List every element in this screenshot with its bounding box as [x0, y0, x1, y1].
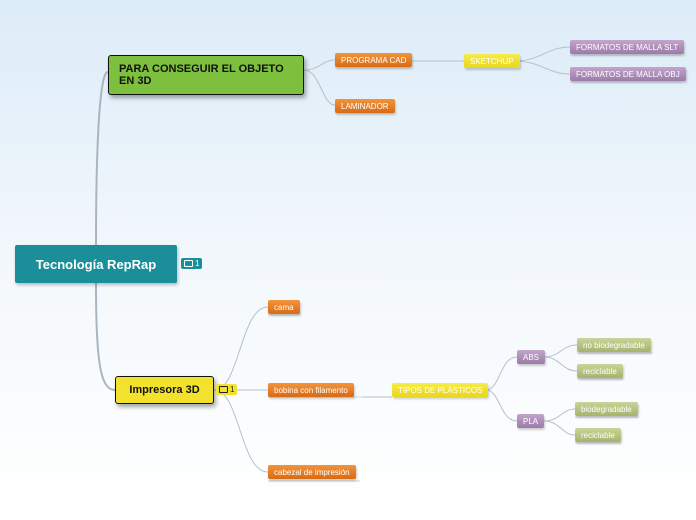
node-abs-no-biodegradable-label: no biodegradable	[583, 340, 645, 350]
node-programa-cad[interactable]: PROGRAMA CAD	[335, 53, 413, 67]
node-pla-label: PLA	[523, 416, 539, 426]
node-formato-obj-label: FORMATOS DE MALLA OBJ	[576, 69, 680, 79]
node-pla-biodegradable-label: biodegradable	[581, 404, 632, 414]
root-note-count: 1	[195, 259, 200, 268]
node-laminador[interactable]: LAMINADOR	[335, 99, 395, 113]
node-cabezal[interactable]: cabezal de impresión	[268, 465, 356, 479]
node-pla-reciclable[interactable]: reciclable	[575, 428, 621, 442]
node-sketchup[interactable]: SKETCHUP	[464, 54, 520, 68]
node-laminador-label: LAMINADOR	[341, 101, 389, 111]
node-tipos-plasticos[interactable]: TIPOS DE PLÁSTICOS	[392, 383, 489, 397]
node-formato-obj[interactable]: FORMATOS DE MALLA OBJ	[570, 67, 686, 81]
branch-para-conseguir-label: PARA CONSEGUIR EL OBJETO EN 3D	[119, 63, 284, 87]
node-cama[interactable]: cama	[268, 300, 300, 314]
node-bobina-label: bobina con filamento	[274, 385, 348, 395]
root-note-badge[interactable]: 1	[181, 258, 203, 269]
impresora-note-count: 1	[230, 385, 235, 394]
branch-impresora-3d[interactable]: Impresora 3D	[115, 376, 214, 404]
node-abs-reciclable[interactable]: reciclable	[577, 364, 623, 378]
node-cabezal-label: cabezal de impresión	[274, 467, 350, 477]
node-abs-reciclable-label: reciclable	[583, 366, 617, 376]
node-pla-biodegradable[interactable]: biodegradable	[575, 402, 638, 416]
node-abs[interactable]: ABS	[517, 350, 546, 364]
node-pla-reciclable-label: reciclable	[581, 430, 615, 440]
root-label: Tecnología RepRap	[35, 256, 157, 272]
comment-icon	[184, 260, 193, 267]
branch-impresora-3d-label: Impresora 3D	[129, 384, 200, 396]
node-abs-no-biodegradable[interactable]: no biodegradable	[577, 338, 651, 352]
node-pla[interactable]: PLA	[517, 414, 545, 428]
impresora-note-badge[interactable]: 1	[216, 384, 238, 395]
node-cama-label: cama	[274, 302, 294, 312]
node-programa-cad-label: PROGRAMA CAD	[341, 55, 407, 65]
node-abs-label: ABS	[523, 352, 540, 362]
node-formato-slt[interactable]: FORMATOS DE MALLA SLT	[570, 40, 685, 54]
comment-icon	[219, 386, 228, 393]
node-bobina[interactable]: bobina con filamento	[268, 383, 354, 397]
node-formato-slt-label: FORMATOS DE MALLA SLT	[576, 42, 679, 52]
node-sketchup-label: SKETCHUP	[470, 56, 514, 66]
node-tipos-plasticos-label: TIPOS DE PLÁSTICOS	[398, 385, 483, 395]
root-node[interactable]: Tecnología RepRap	[15, 245, 177, 283]
branch-para-conseguir[interactable]: PARA CONSEGUIR EL OBJETO EN 3D	[108, 55, 304, 95]
